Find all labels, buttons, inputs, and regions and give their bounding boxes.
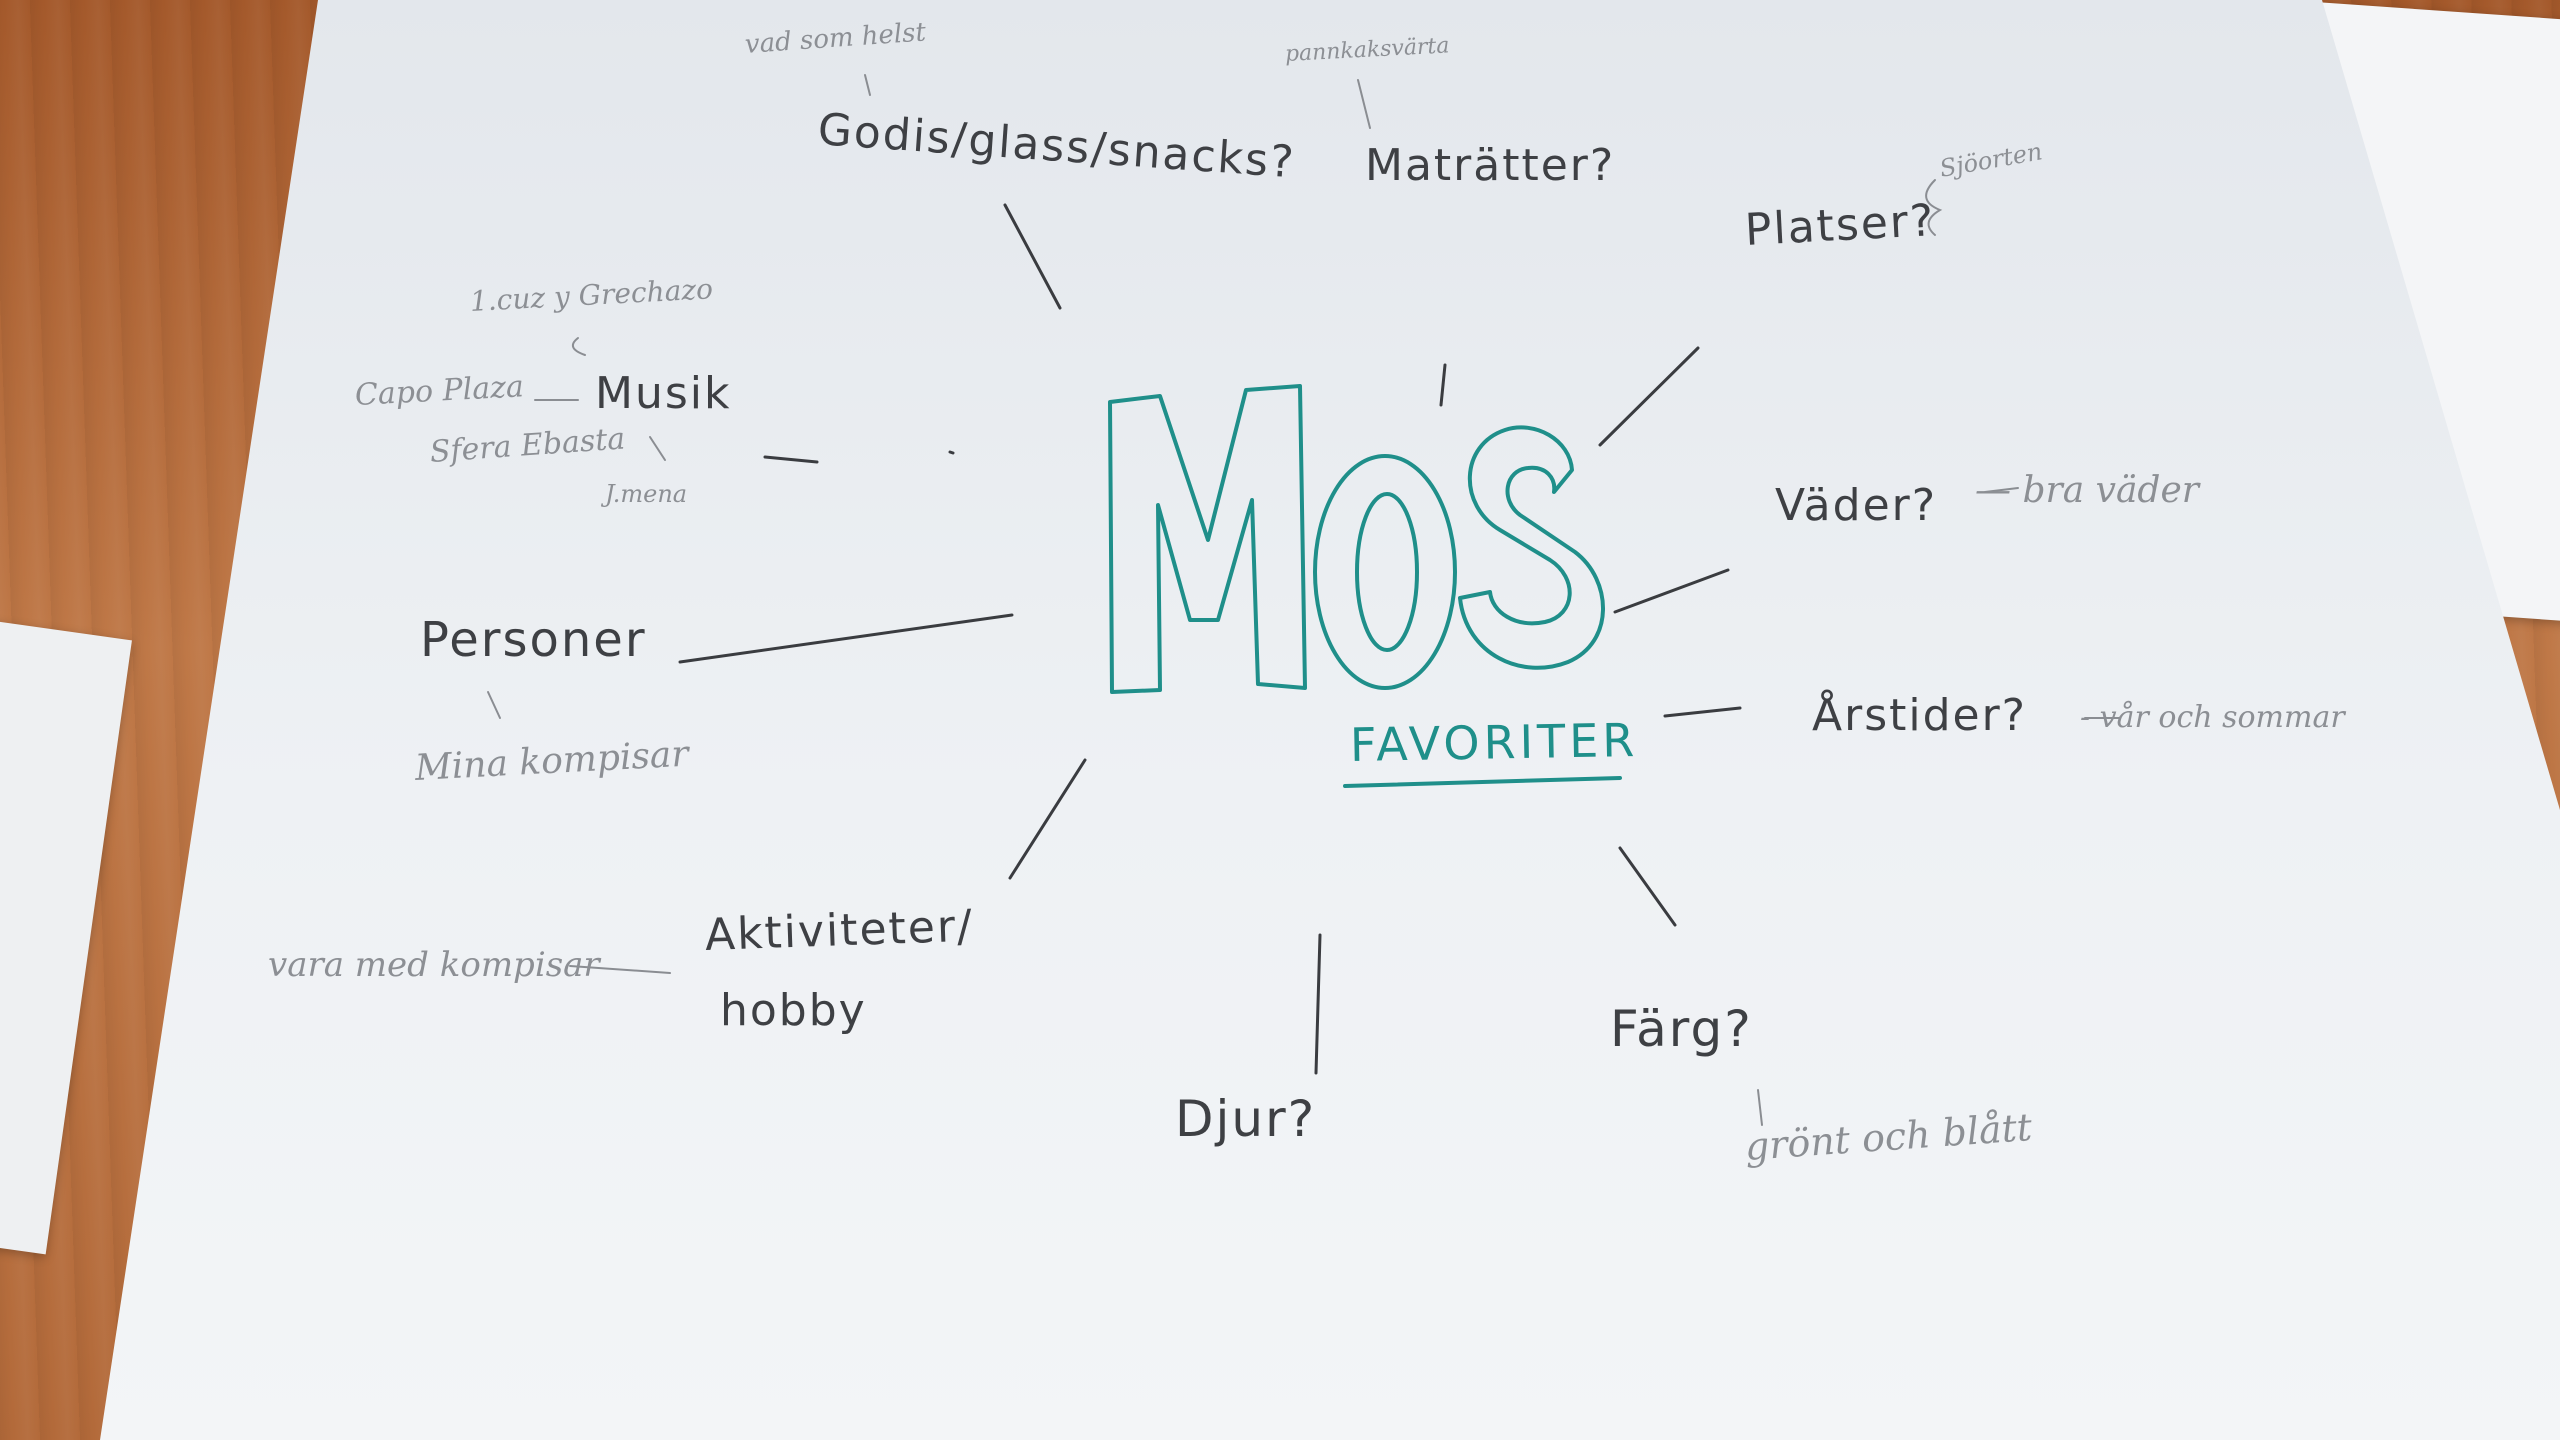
topic-platser: Platser? — [1743, 195, 1937, 256]
connector-vader — [1613, 568, 1730, 614]
note-vader: — bra väder — [1975, 470, 2199, 511]
favoriter-subtitle: FAVORITER — [1349, 712, 1639, 772]
favoriter-underline — [1343, 776, 1622, 788]
topic-vader: Väder? — [1775, 480, 1938, 531]
mos-logo-outline — [1108, 384, 1605, 694]
note-arstider: - vår och sommar — [2080, 700, 2345, 735]
connector-platser — [1598, 346, 1700, 447]
connector-farg — [1618, 846, 1677, 927]
logo-letter-o-inner — [1355, 492, 1419, 652]
topic-personer: Personer — [420, 612, 647, 668]
topic-arstider: Årstider? — [1812, 690, 2028, 741]
logo-letter-o — [1313, 454, 1457, 690]
connector-djur — [1314, 933, 1322, 1075]
note-musik-jmena: J.mena — [605, 480, 688, 508]
topic-musik: Musik — [595, 368, 732, 419]
connector-aktiviteter — [1008, 758, 1087, 880]
connector-matratter — [1439, 363, 1447, 407]
connector-personer — [678, 613, 1014, 664]
logo-letter-s — [1458, 425, 1605, 670]
note-aktiviteter: vara med kompisar — [268, 945, 600, 985]
topic-hobby: hobby — [720, 985, 867, 1036]
topic-aktiviteter: Aktiviteter/ — [704, 900, 975, 961]
topic-djur: Djur? — [1175, 1090, 1317, 1148]
connector-godis — [1003, 203, 1062, 310]
connector-musik — [763, 455, 819, 464]
connector-arstider — [1663, 706, 1742, 718]
topic-farg: Färg? — [1610, 1000, 1753, 1058]
topic-matratter: Maträtter? — [1365, 140, 1616, 191]
connector-musik-dot — [948, 450, 955, 455]
logo-letter-m — [1108, 384, 1307, 694]
